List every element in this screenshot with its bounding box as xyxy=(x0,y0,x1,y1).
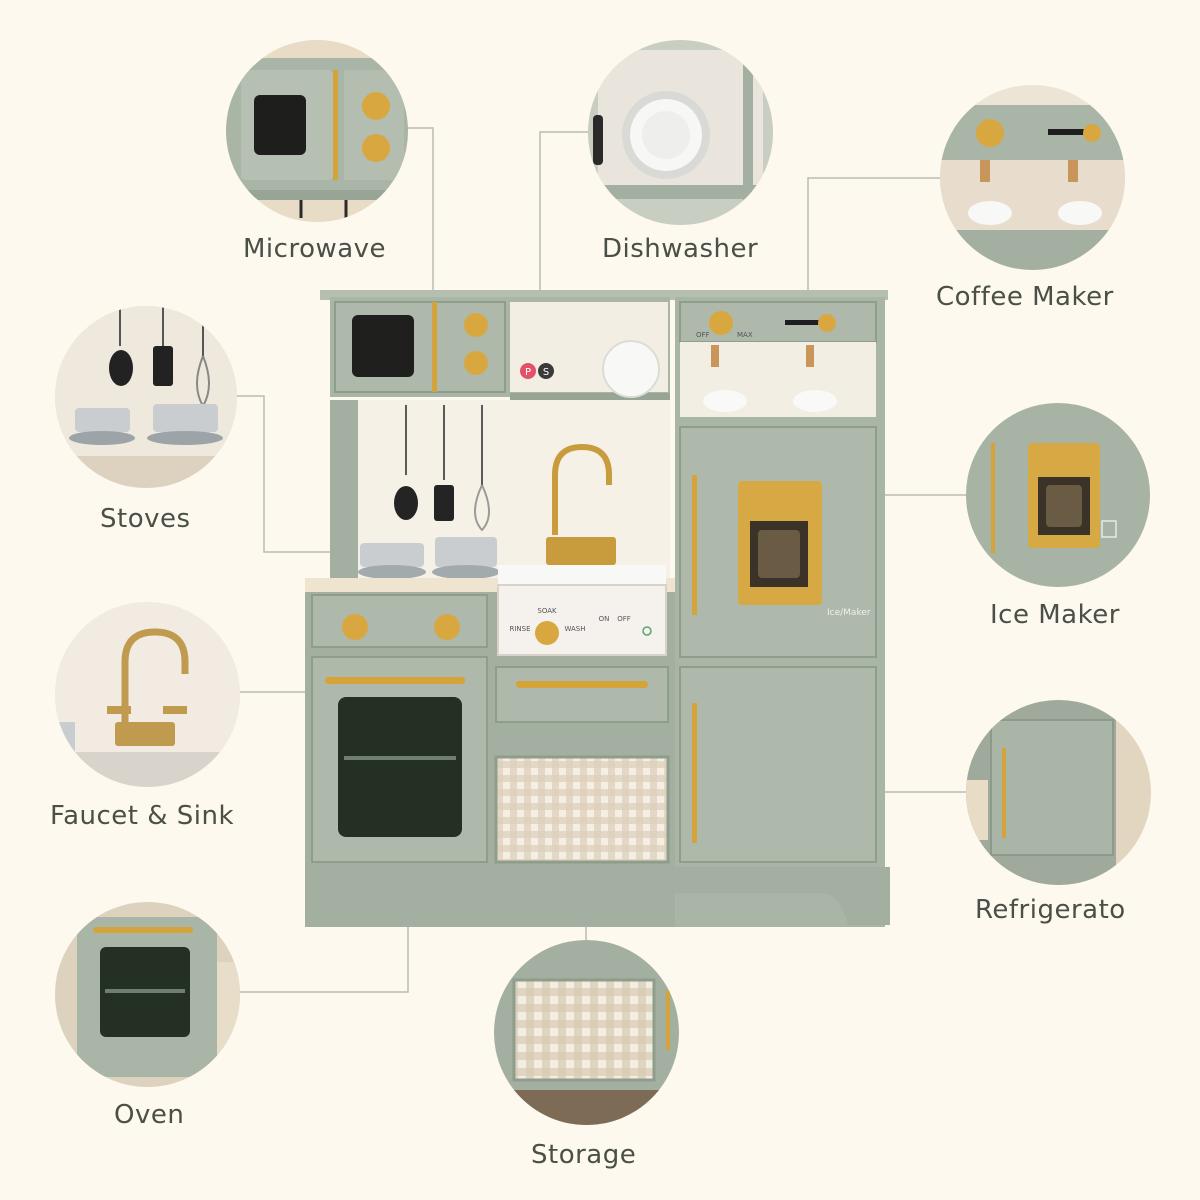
label-coffee-maker: Coffee Maker xyxy=(936,282,1114,312)
sink-rinse-mark: RINSE xyxy=(509,625,530,633)
microwave-closeup xyxy=(226,40,408,222)
dishwasher-closeup xyxy=(588,40,773,225)
oven-closeup xyxy=(55,902,240,1087)
storage-bin xyxy=(494,755,670,864)
ice-maker-closeup xyxy=(966,403,1150,587)
salt-p: P xyxy=(525,367,531,378)
sink-off-mark: OFF xyxy=(617,615,631,623)
drawer xyxy=(495,666,669,723)
label-faucet-sink: Faucet & Sink xyxy=(50,801,235,831)
coffee-off-mark: OFF xyxy=(696,331,710,339)
label-stoves: Stoves xyxy=(100,504,191,534)
leader-microwave xyxy=(408,127,434,300)
play-kitchen: P S OFF xyxy=(300,285,900,935)
coffee-maker-closeup xyxy=(940,85,1125,270)
label-ice-maker: Ice Maker xyxy=(990,600,1120,630)
ice-maker-mark: Ice/Maker xyxy=(827,608,871,618)
sink-on-mark: ON xyxy=(599,615,610,623)
sink-soak-mark: SOAK xyxy=(537,607,557,615)
refrigerator-closeup xyxy=(966,700,1151,885)
coffee-max-mark: MAX xyxy=(737,331,753,339)
label-microwave: Microwave xyxy=(243,234,387,264)
sink-wash-mark: WASH xyxy=(564,625,585,633)
label-storage: Storage xyxy=(531,1140,637,1170)
pepper-s: S xyxy=(543,367,549,378)
label-dishwasher: Dishwasher xyxy=(602,234,759,264)
refrigerator-door xyxy=(679,666,877,863)
label-refrigerator: Refrigerato xyxy=(975,895,1126,925)
label-oven: Oven xyxy=(114,1100,185,1130)
faucet-sink-closeup xyxy=(55,602,240,787)
stoves-closeup xyxy=(55,306,237,488)
storage-closeup xyxy=(494,940,679,1125)
